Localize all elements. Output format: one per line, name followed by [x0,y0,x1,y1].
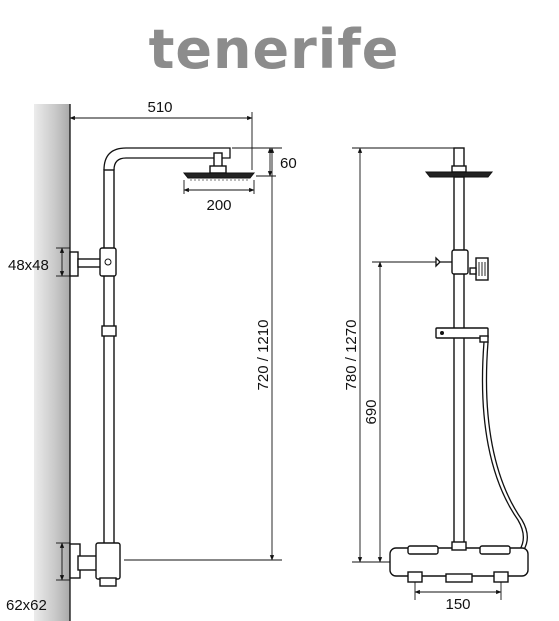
shower-head-side [182,165,256,181]
mixer-side [69,542,121,587]
slider-holder [435,327,489,343]
dim-handshower-height: 690 [363,399,380,424]
riser-pipe-front [453,176,465,550]
side-view: 510 60 200 720 / 1210 48x48 62x62 [6,99,297,614]
shower-head-front [424,171,494,178]
shower-hose [481,341,524,567]
dim-head-drop: 60 [280,155,297,172]
riser-pipe [103,169,115,549]
hand-shower [469,257,489,281]
dim-wall-bracket: 48x48 [8,257,49,274]
front-view: 780 / 1270 690 150 [343,147,529,613]
wall [34,104,71,621]
dim-height-right: 780 / 1270 [343,320,360,391]
dim-mixer-spacing: 150 [445,596,470,613]
brand-logo: tenerife [149,18,400,81]
diverter-valve [435,249,469,275]
pipe-joint [101,325,117,337]
dim-height-left: 720 / 1210 [255,320,272,391]
dim-mixer-bracket: 62x62 [6,597,47,614]
dim-head-diameter: 200 [206,197,231,214]
thermostatic-mixer [389,541,529,583]
wall-bracket [69,247,117,277]
dim-arm-length: 510 [147,99,172,116]
shower-arm [103,147,231,171]
